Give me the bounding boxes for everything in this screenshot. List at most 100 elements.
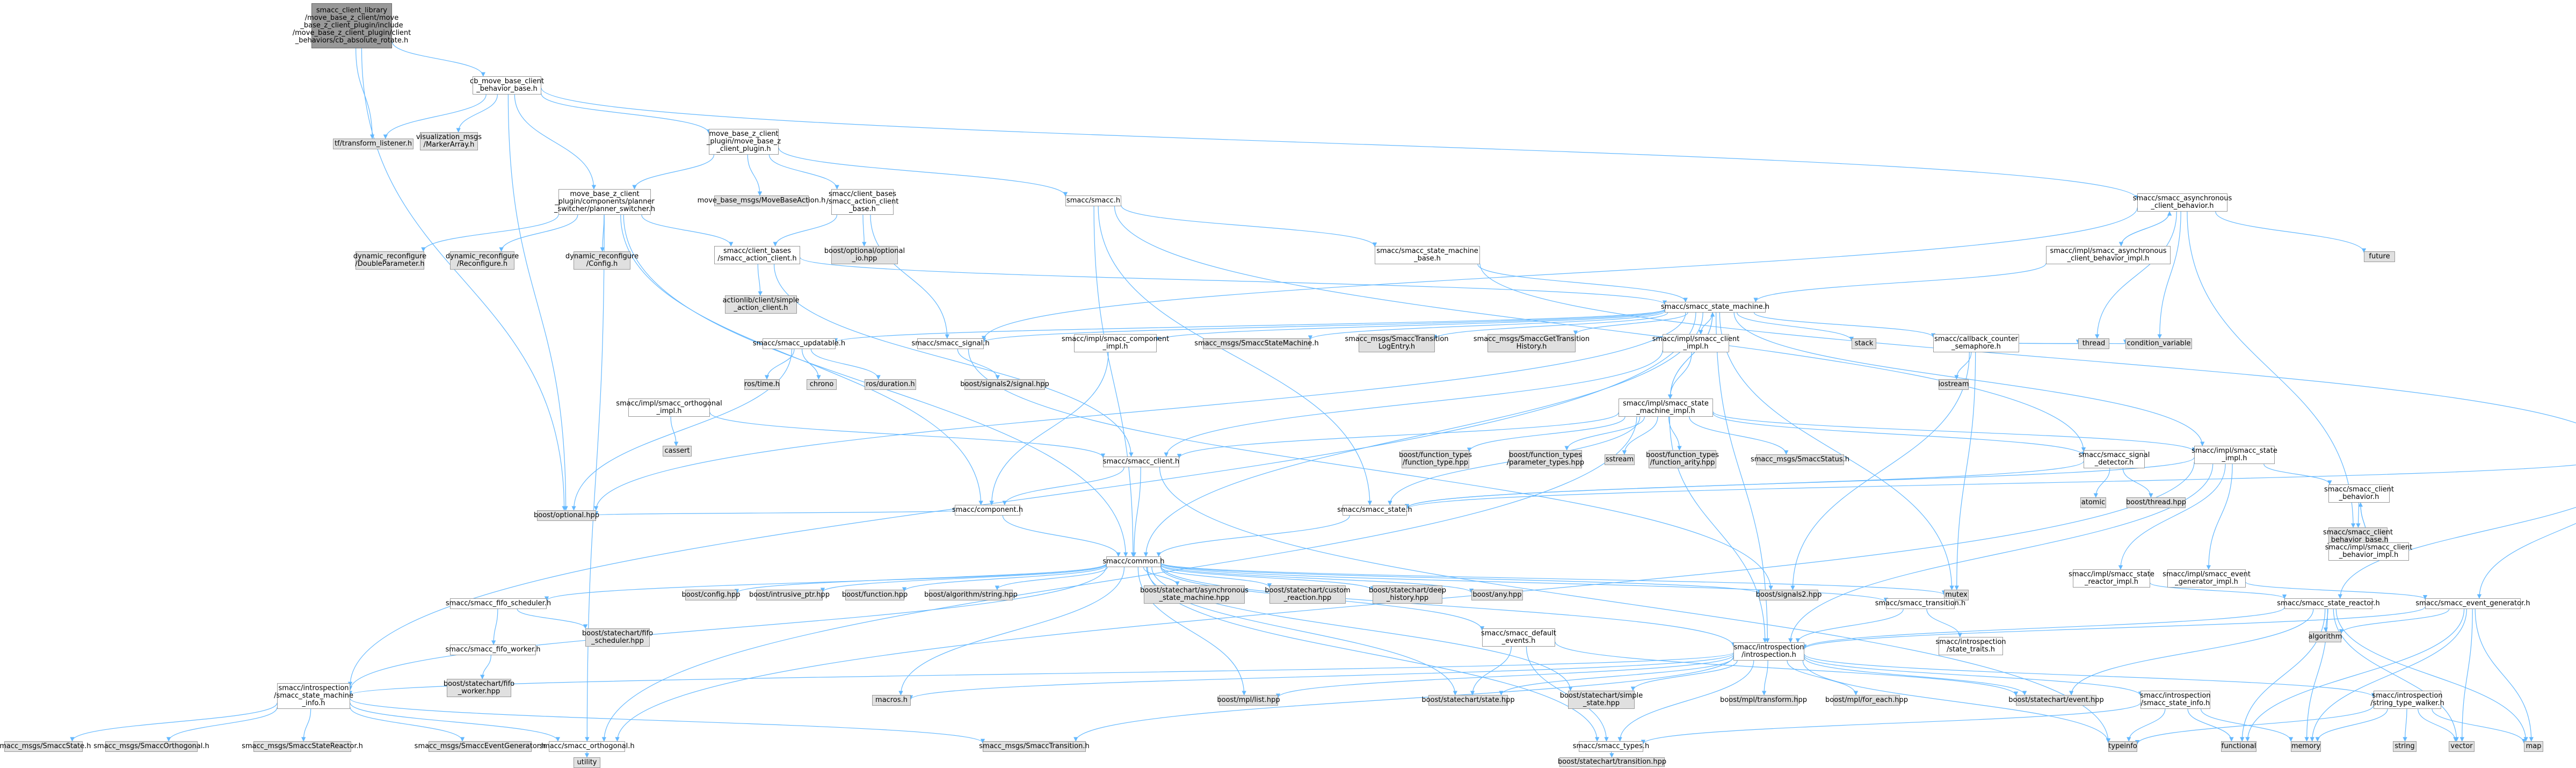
edge-common-to-sm-info bbox=[347, 566, 1107, 691]
node-utility: utility bbox=[574, 757, 600, 768]
node-sc-fifo-worker: boost/statechart/fifo _worker.hpp bbox=[444, 679, 514, 697]
node-bsignals2: boost/signals2.hpp bbox=[1756, 590, 1822, 600]
node-msg-sm: smacc_msgs/SmaccStateMachine.h bbox=[1194, 338, 1319, 349]
node-sm-info[interactable]: smacc/introspection /smacc_state_machine… bbox=[274, 683, 353, 709]
edge-common-to-bany bbox=[1160, 564, 1474, 593]
edge-evgen-impl-to-evgen bbox=[2245, 582, 2428, 600]
node-actionlib: actionlib/client/simple _action_client.h bbox=[723, 295, 799, 314]
edge-common-to-macros bbox=[898, 567, 1125, 695]
node-state-traits[interactable]: smacc/introspection /state_traits.h bbox=[1935, 637, 2006, 655]
edge-planner-to-ac bbox=[641, 214, 734, 247]
edge-sm-to-introspection bbox=[1715, 312, 1770, 643]
node-client-impl[interactable]: smacc/impl/smacc_client _impl.h bbox=[1652, 334, 1739, 352]
node-sc-custom: boost/statechart/custom _reaction.hpp bbox=[1265, 585, 1351, 604]
node-cb-base[interactable]: cb_move_base_client _behavior_base.h bbox=[470, 76, 544, 95]
node-callback[interactable]: smacc/callback_counter _semaphore.h bbox=[1933, 334, 2019, 352]
node-types[interactable]: smacc/smacc_types.h bbox=[1573, 741, 1649, 752]
node-sm-impl[interactable]: smacc/impl/smacc_state _machine_impl.h bbox=[1619, 399, 1713, 417]
node-atomic: atomic bbox=[2080, 497, 2106, 508]
edge-async-to-signal bbox=[981, 207, 2138, 340]
node-cbeh-impl[interactable]: smacc/impl/smacc_client _behavior_impl.h bbox=[2325, 542, 2412, 561]
node-acb[interactable]: smacc/client_bases /smacc_action_client … bbox=[826, 189, 898, 215]
edge-client-impl-to-client bbox=[1164, 350, 1663, 457]
edge-sm-impl-to-sm bbox=[1670, 312, 1715, 399]
edge-evgen-to-functional bbox=[2245, 608, 2465, 742]
node-default-events[interactable]: smacc/smacc_default _events.h bbox=[1481, 628, 1556, 647]
node-state-impl[interactable]: smacc/impl/smacc_state _impl.h bbox=[2192, 446, 2277, 464]
node-bfunction: boost/function.hpp bbox=[842, 590, 908, 600]
edge-sm-to-msg-tle bbox=[1432, 312, 1668, 339]
edge-statebase-to-state bbox=[1405, 464, 2576, 510]
node-transition[interactable]: smacc/smacc_transition.h bbox=[1875, 598, 1965, 609]
node-planner[interactable]: move_base_z_client _plugin/components/pl… bbox=[554, 189, 655, 215]
edge-sm-impl-to-msg-status bbox=[1689, 416, 1789, 455]
node-evgen-impl[interactable]: smacc/impl/smacc_event _generator_impl.h bbox=[2163, 569, 2251, 588]
node-orthogonal[interactable]: smacc/smacc_orthogonal.h bbox=[539, 741, 635, 752]
node-smacch[interactable]: smacc/smacc.h bbox=[1065, 195, 1121, 206]
edge-sm-to-signal bbox=[982, 309, 1665, 343]
edge-sm-info-to-msg-trans bbox=[350, 698, 985, 744]
edge-introspection-to-mpl-foreach bbox=[1787, 660, 1859, 695]
edge-sm-to-msg-gth bbox=[1573, 312, 1688, 335]
edge-sm-to-common bbox=[1143, 312, 1703, 557]
edge-introspection-to-types bbox=[1617, 660, 1754, 742]
edge-introspection-to-mpl-list bbox=[1275, 654, 1734, 698]
node-state[interactable]: smacc/smacc_state.h bbox=[1337, 505, 1412, 516]
edge-sm-impl-to-ft-arity bbox=[1668, 416, 1682, 451]
edge-smacch-to-sigdet bbox=[1114, 206, 2086, 452]
node-sreactor[interactable]: smacc/smacc_state_reactor.h bbox=[2277, 598, 2380, 609]
node-ft-param: boost/function_types /parameter_types.hp… bbox=[1507, 450, 1584, 468]
node-introspection[interactable]: smacc/introspection /introspection.h bbox=[1733, 642, 1804, 661]
edge-common-to-mutex bbox=[1160, 562, 1946, 595]
edge-state-to-common bbox=[1156, 515, 1350, 557]
node-async[interactable]: smacc/smacc_asynchronous _client_behavio… bbox=[2133, 193, 2232, 212]
edge-smbase-to-statebase bbox=[1479, 264, 2576, 424]
node-common[interactable]: smacc/common.h bbox=[1102, 556, 1165, 567]
edge-sm-info-to-msg-sreactor bbox=[301, 708, 311, 742]
node-sigdet[interactable]: smacc/smacc_signal _detector.h bbox=[2079, 450, 2150, 468]
node-client[interactable]: smacc/smacc_client.h bbox=[1103, 457, 1179, 467]
edge-sigdet-to-atomic bbox=[2093, 468, 2110, 498]
edge-planner-to-orthogonal bbox=[585, 214, 605, 742]
node-fifo-sched[interactable]: smacc/smacc_fifo_scheduler.h bbox=[446, 598, 551, 609]
node-orth-impl[interactable]: smacc/impl/smacc_orthogonal _impl.h bbox=[616, 399, 722, 417]
node-cbeh[interactable]: smacc/smacc_client _behavior.h bbox=[2324, 484, 2394, 503]
node-sm[interactable]: smacc/smacc_state_machine.h bbox=[1661, 302, 1769, 313]
node-signal[interactable]: smacc/smacc_signal.h bbox=[911, 338, 990, 349]
node-bthread: boost/thread.hpp bbox=[2126, 497, 2186, 508]
node-updatable[interactable]: smacc/smacc_updatable.h bbox=[753, 338, 845, 349]
node-msg-trans: smacc_msgs/SmaccTransition.h bbox=[979, 741, 1090, 752]
edge-state-impl-to-state bbox=[1405, 457, 2195, 509]
node-smbase[interactable]: smacc/smacc_state_machine _base.h bbox=[1375, 246, 1480, 264]
node-fifo-worker[interactable]: smacc/smacc_fifo_worker.h bbox=[446, 644, 541, 655]
edge-common-to-sc-async bbox=[1143, 567, 1180, 586]
node-typeinfo: typeinfo bbox=[2108, 741, 2137, 752]
node-component[interactable]: smacc/component.h bbox=[952, 505, 1023, 516]
edge-evgen-to-algorithm bbox=[2339, 608, 2450, 634]
node-boptional: boost/optional.hpp bbox=[534, 510, 599, 521]
edge-sm-impl-to-ft-param bbox=[1564, 416, 1645, 451]
edge-callback-to-mutex bbox=[1954, 352, 1976, 590]
node-mbz[interactable]: move_base_z_client _plugin/move_base_z _… bbox=[707, 129, 781, 155]
edge-common-to-fifo-sched bbox=[545, 563, 1107, 601]
edge-evgen-to-vector bbox=[2459, 608, 2473, 742]
node-memory: memory bbox=[2291, 741, 2321, 752]
edge-stw-to-string bbox=[2403, 708, 2407, 742]
node-async-impl[interactable]: smacc/impl/smacc_asynchronous _client_be… bbox=[2046, 246, 2171, 264]
edge-state-impl-to-cbeh bbox=[2263, 463, 2332, 485]
node-evgen[interactable]: smacc/smacc_event_generator.h bbox=[2415, 598, 2530, 609]
node-state-info[interactable]: smacc/introspection /smacc_state_info.h bbox=[2140, 691, 2211, 709]
edge-sm-to-updatable bbox=[833, 309, 1665, 343]
node-sreactor-impl[interactable]: smacc/impl/smacc_state _reactor_impl.h bbox=[2069, 569, 2154, 588]
node-ac[interactable]: smacc/client_bases /smacc_action_client.… bbox=[714, 246, 800, 264]
edge-planner-to-dr-config bbox=[600, 214, 605, 252]
node-rostime: ros/time.h bbox=[744, 379, 780, 390]
edge-async-to-future bbox=[2215, 211, 2367, 253]
node-rosdur: ros/duration.h bbox=[865, 379, 916, 390]
node-stw[interactable]: smacc/introspection /string_type_walker.… bbox=[2370, 691, 2444, 709]
node-comp-impl[interactable]: smacc/impl/smacc_component _impl.h bbox=[1062, 334, 1169, 352]
node-mutex: mutex bbox=[1944, 590, 1969, 600]
edge-smbase-to-sm bbox=[1477, 264, 1688, 302]
